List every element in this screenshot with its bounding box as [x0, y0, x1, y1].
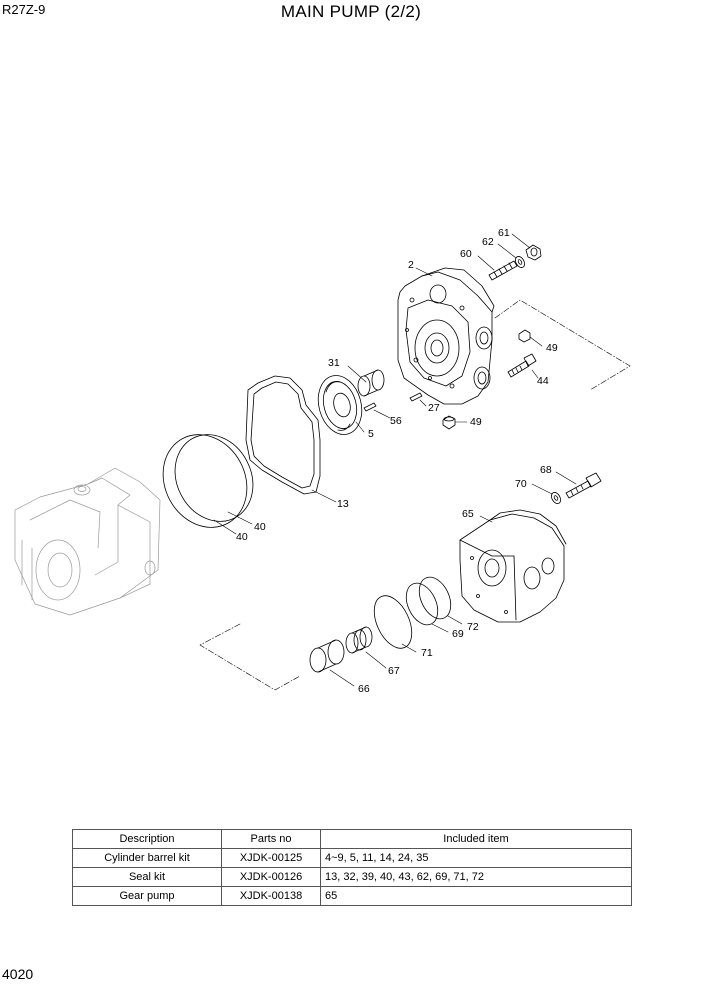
stud-60 [488, 260, 518, 281]
callout-61: 61 [498, 227, 510, 239]
pin-27 [409, 392, 423, 402]
nut-61 [525, 244, 542, 261]
callout-2: 2 [408, 259, 414, 271]
table-cell: XJDK-00126 [221, 867, 321, 887]
column-header: Included item [320, 829, 632, 849]
callout-69: 69 [452, 628, 464, 640]
callout-13: 13 [337, 498, 349, 510]
bushing-31 [357, 369, 385, 397]
table-row: Gear pump XJDK-00138 65 [72, 886, 632, 906]
table-cell: 4~9, 5, 11, 14, 24, 35 [320, 848, 632, 868]
gear-pump-65 [459, 509, 567, 623]
table-row: Seal kit XJDK-00126 13, 32, 39, 40, 43, … [72, 867, 632, 887]
callout-71: 71 [421, 647, 433, 659]
plug-49-upper [518, 329, 531, 343]
callout-31: 31 [328, 357, 340, 369]
model-code: R27Z-9 [2, 2, 46, 17]
washer-62 [515, 256, 525, 268]
washer-70 [551, 492, 561, 504]
callout-5: 5 [368, 428, 374, 440]
plug-49-lower [442, 415, 456, 430]
table-cell: Cylinder barrel kit [72, 848, 222, 868]
callout-49: 49 [470, 416, 482, 428]
callout-70: 70 [515, 478, 527, 490]
callout-56: 56 [390, 415, 402, 427]
callout-60: 60 [460, 248, 472, 260]
leader-lines [213, 233, 577, 687]
callout-66: 66 [358, 683, 370, 695]
table-cell: 13, 32, 39, 40, 43, 62, 69, 71, 72 [320, 867, 632, 887]
callout-72: 72 [467, 621, 479, 633]
rear-cover-part-2 [397, 267, 495, 405]
bolt-44 [507, 353, 537, 378]
page-title: MAIN PUMP (2/2) [280, 2, 422, 21]
column-header: Parts no [221, 829, 321, 849]
callout-67: 67 [388, 665, 400, 677]
table-row: Cylinder barrel kit XJDK-00125 4~9, 5, 1… [72, 848, 632, 868]
gasket-13 [245, 375, 321, 495]
callout-68: 68 [540, 464, 552, 476]
main-pump-housing [14, 467, 161, 616]
callout-40: 40 [254, 521, 266, 533]
callout-labels: 61 62 60 2 49 44 31 27 56 5 49 40 40 13 … [236, 227, 558, 695]
table-cell: Gear pump [72, 886, 222, 906]
table-cell: 65 [320, 886, 632, 906]
pin-56 [363, 402, 377, 412]
callout-49: 49 [546, 342, 558, 354]
service-kit-table: Description Parts no Included item Cylin… [72, 829, 632, 906]
callout-62: 62 [482, 236, 494, 248]
o-ring-40-outer [162, 434, 248, 528]
bushing-67 [345, 626, 373, 654]
o-ring-72 [418, 576, 452, 620]
page-number: 4020 [2, 966, 34, 982]
table-cell: Seal kit [72, 867, 222, 887]
bushing-66 [309, 639, 345, 673]
callout-65: 65 [462, 508, 474, 520]
column-header: Description [72, 829, 222, 849]
o-ring-40-inner [174, 434, 254, 522]
callout-44: 44 [537, 375, 549, 387]
table-cell: XJDK-00125 [221, 848, 321, 868]
table-header-row: Description Parts no Included item [72, 829, 632, 849]
o-ring-69 [405, 582, 439, 626]
reference-lines [199, 299, 631, 691]
table-cell: XJDK-00138 [221, 886, 321, 906]
valve-plate-5 [317, 375, 363, 435]
o-ring-71 [373, 595, 413, 649]
callout-27: 27 [428, 402, 440, 414]
bolt-68 [565, 472, 602, 499]
callout-40: 40 [236, 531, 248, 543]
